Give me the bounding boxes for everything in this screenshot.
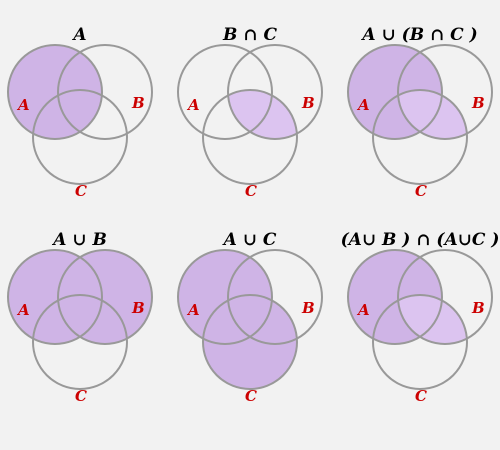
- highlight-regions: [8, 45, 102, 139]
- set-b-label: B: [301, 299, 315, 317]
- venn-panel-5: A ∪ C A B C: [177, 230, 323, 405]
- panel-title: B ∩ C: [222, 25, 277, 45]
- highlight-regions: [8, 250, 152, 344]
- set-c-circle: [32, 294, 128, 390]
- highlight-regions: [348, 250, 467, 344]
- set-a-circle: [7, 249, 103, 345]
- set-c-label: C: [415, 182, 427, 200]
- panel-title: A: [71, 25, 86, 45]
- set-a-label: A: [186, 96, 200, 114]
- set-c-circle: [32, 89, 128, 185]
- set-outlines: [7, 249, 153, 390]
- set-b-circle: [397, 44, 493, 140]
- set-c-label: C: [245, 387, 257, 405]
- venn-panel-2: B ∩ C A B C: [177, 25, 323, 200]
- set-a-circle: [177, 44, 273, 140]
- set-b-circle: [227, 249, 323, 345]
- set-outlines: [347, 44, 493, 185]
- panel-title: (A∪ B ) ∩ (A∪C ): [341, 230, 500, 250]
- venn-panel-6: (A∪ B ) ∩ (A∪C ) A B C: [341, 230, 500, 405]
- set-a-circle: [7, 44, 103, 140]
- set-a-label: A: [16, 96, 30, 114]
- venn-panel-3: A ∪ (B ∩ C ) A B C: [347, 25, 493, 200]
- set-c-circle: [202, 294, 298, 390]
- set-a-label: A: [356, 96, 370, 114]
- set-c-circle: [372, 89, 468, 185]
- set-a-circle: [177, 249, 273, 345]
- set-a-label: A: [356, 301, 370, 319]
- region-c: [203, 295, 297, 389]
- set-b-label: B: [471, 94, 485, 112]
- set-a-circle: [347, 249, 443, 345]
- set-c-circle: [202, 89, 298, 185]
- highlight-regions: [178, 250, 297, 389]
- panel-title: A ∪ B: [51, 230, 107, 250]
- panel-title: A ∪ C: [222, 230, 277, 250]
- set-b-label: B: [471, 299, 485, 317]
- set-b-label: B: [301, 94, 315, 112]
- highlight-regions: [348, 45, 467, 139]
- set-b-circle: [57, 44, 153, 140]
- set-c-circle: [372, 294, 468, 390]
- set-c-label: C: [75, 387, 87, 405]
- set-outlines: [177, 44, 323, 185]
- set-b-circle: [397, 249, 493, 345]
- set-b-label: B: [131, 94, 145, 112]
- set-a-circle: [347, 44, 443, 140]
- set-b-label: B: [131, 299, 145, 317]
- set-b-circle: [57, 249, 153, 345]
- venn-panel-4: A ∪ B A B C: [7, 230, 153, 405]
- set-a-label: A: [16, 301, 30, 319]
- set-c-label: C: [75, 182, 87, 200]
- set-outlines: [7, 44, 153, 185]
- panel-title: A ∪ (B ∩ C ): [360, 25, 477, 45]
- set-c-label: C: [245, 182, 257, 200]
- region-b: [58, 250, 152, 344]
- region-a: [8, 45, 102, 139]
- set-c-label: C: [415, 387, 427, 405]
- venn-panel-1: A A B C: [7, 25, 153, 200]
- set-outlines: [177, 249, 323, 390]
- set-b-circle: [227, 44, 323, 140]
- set-a-label: A: [186, 301, 200, 319]
- set-outlines: [347, 249, 493, 390]
